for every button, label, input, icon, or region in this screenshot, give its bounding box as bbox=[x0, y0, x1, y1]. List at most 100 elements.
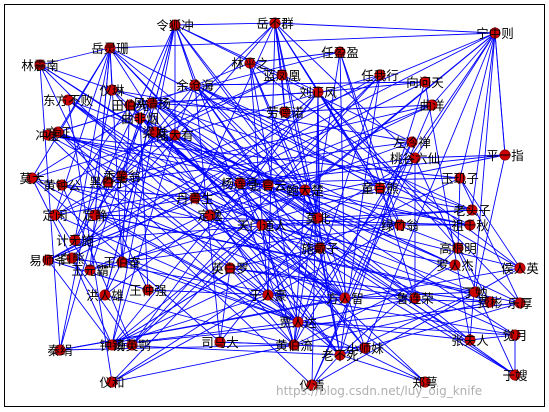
graph-node bbox=[469, 286, 481, 298]
graph-node bbox=[464, 334, 476, 346]
graph-node bbox=[339, 292, 351, 304]
graph-node bbox=[409, 292, 421, 304]
node-label: 乐厚 bbox=[508, 296, 533, 311]
graph-node bbox=[52, 126, 64, 138]
graph-edge bbox=[284, 111, 366, 349]
graph-edge bbox=[274, 22, 416, 159]
node-label: 老不死 bbox=[321, 348, 359, 363]
graph-node bbox=[142, 284, 154, 296]
graph-edge bbox=[47, 134, 461, 179]
graph-node bbox=[116, 256, 128, 268]
graph-edge bbox=[109, 47, 113, 91]
graph-edge bbox=[111, 321, 299, 346]
graph-edge bbox=[94, 214, 471, 226]
graph-edge bbox=[111, 177, 461, 346]
graph-node bbox=[204, 209, 216, 221]
node-label: 于嫂 bbox=[503, 368, 529, 383]
graph-node bbox=[234, 177, 246, 189]
graph-nodes bbox=[26, 17, 526, 391]
graph-edge bbox=[311, 157, 416, 386]
node-label: 左冷禅 bbox=[393, 135, 431, 150]
graph-node bbox=[292, 316, 304, 328]
graph-edge bbox=[154, 84, 196, 133]
graph-edge bbox=[459, 32, 496, 179]
graph-edge bbox=[151, 102, 516, 336]
graph-edge bbox=[47, 32, 496, 261]
graph-edge bbox=[239, 182, 471, 226]
graph-edge bbox=[39, 64, 516, 376]
node-label: 宁中则 bbox=[476, 26, 514, 41]
node-label: 王仲强 bbox=[129, 283, 167, 298]
graph-node bbox=[189, 192, 201, 204]
node-label: 仪清 bbox=[300, 378, 325, 393]
graph-edge bbox=[74, 239, 299, 323]
graph-edge bbox=[47, 102, 153, 136]
graph-node bbox=[42, 129, 54, 141]
node-label: 玉玑子 bbox=[441, 171, 479, 186]
graph-edge bbox=[104, 261, 123, 296]
graph-node bbox=[169, 129, 181, 141]
graph-node bbox=[269, 17, 281, 29]
graph-node bbox=[49, 209, 61, 221]
graph-edge bbox=[111, 217, 319, 346]
graph-node bbox=[116, 170, 128, 182]
node-label: 费彬 bbox=[478, 295, 503, 310]
graph-node bbox=[452, 242, 464, 254]
node-label: 任盈盈 bbox=[321, 45, 359, 60]
graph-edge bbox=[121, 224, 401, 263]
graph-node bbox=[102, 176, 114, 188]
node-label: 于人豪 bbox=[249, 288, 287, 303]
node-label: 梁发 bbox=[143, 125, 169, 140]
graph-node bbox=[214, 336, 226, 348]
graph-edge bbox=[267, 184, 456, 266]
node-label: 岳灵珊 bbox=[91, 41, 129, 56]
graph-edge bbox=[174, 134, 319, 219]
node-label: 秦绢 bbox=[48, 343, 73, 358]
graph-edge bbox=[94, 47, 111, 216]
graph-edge bbox=[107, 141, 413, 183]
node-label: 老头子 bbox=[453, 203, 491, 218]
graph-edge bbox=[129, 51, 341, 106]
graph-node bbox=[134, 112, 146, 124]
node-label: 林平之 bbox=[231, 56, 269, 71]
graph-edge bbox=[104, 214, 211, 296]
graph-node bbox=[189, 79, 201, 91]
graph-edge bbox=[229, 267, 491, 303]
node-label: 汤英鹗 bbox=[113, 338, 151, 353]
graph-edge bbox=[249, 51, 341, 64]
graph-edge bbox=[31, 177, 299, 323]
node-label: 罗人杰 bbox=[436, 258, 474, 273]
graph-node bbox=[146, 97, 158, 109]
graph-edge bbox=[154, 74, 283, 133]
graph-edge bbox=[431, 32, 496, 106]
graph-edge bbox=[209, 214, 346, 299]
graph-edge bbox=[71, 257, 516, 336]
graph-edge bbox=[281, 74, 286, 113]
node-label: 桃谷六仙 bbox=[390, 151, 440, 166]
graph-edge bbox=[249, 62, 346, 299]
graph-node bbox=[394, 219, 406, 231]
graph-edge bbox=[151, 62, 251, 104]
graph-edge bbox=[311, 91, 319, 386]
graph-node bbox=[499, 149, 511, 161]
graph-edge bbox=[457, 247, 491, 303]
node-label: 祖千秋 bbox=[451, 218, 489, 233]
graph-edge bbox=[267, 184, 319, 219]
graph-node bbox=[419, 76, 431, 88]
graph-edge bbox=[47, 259, 149, 291]
node-label: 施戴子 bbox=[301, 241, 339, 256]
node-label: 黄伯流 bbox=[275, 338, 313, 353]
graph-edge bbox=[151, 102, 286, 113]
graph-edge bbox=[47, 259, 113, 346]
graph-edge bbox=[111, 247, 321, 383]
graph-edge bbox=[71, 257, 113, 346]
node-label: 任我行 bbox=[361, 68, 399, 83]
graph-edge bbox=[131, 91, 319, 346]
graph-edge bbox=[174, 24, 196, 86]
graph-edge bbox=[111, 134, 176, 346]
graph-edge bbox=[194, 84, 346, 299]
graph-edge bbox=[131, 74, 381, 346]
graph-edge bbox=[293, 264, 456, 346]
graph-edge bbox=[267, 247, 321, 296]
node-label: 小师妹 bbox=[346, 341, 384, 356]
